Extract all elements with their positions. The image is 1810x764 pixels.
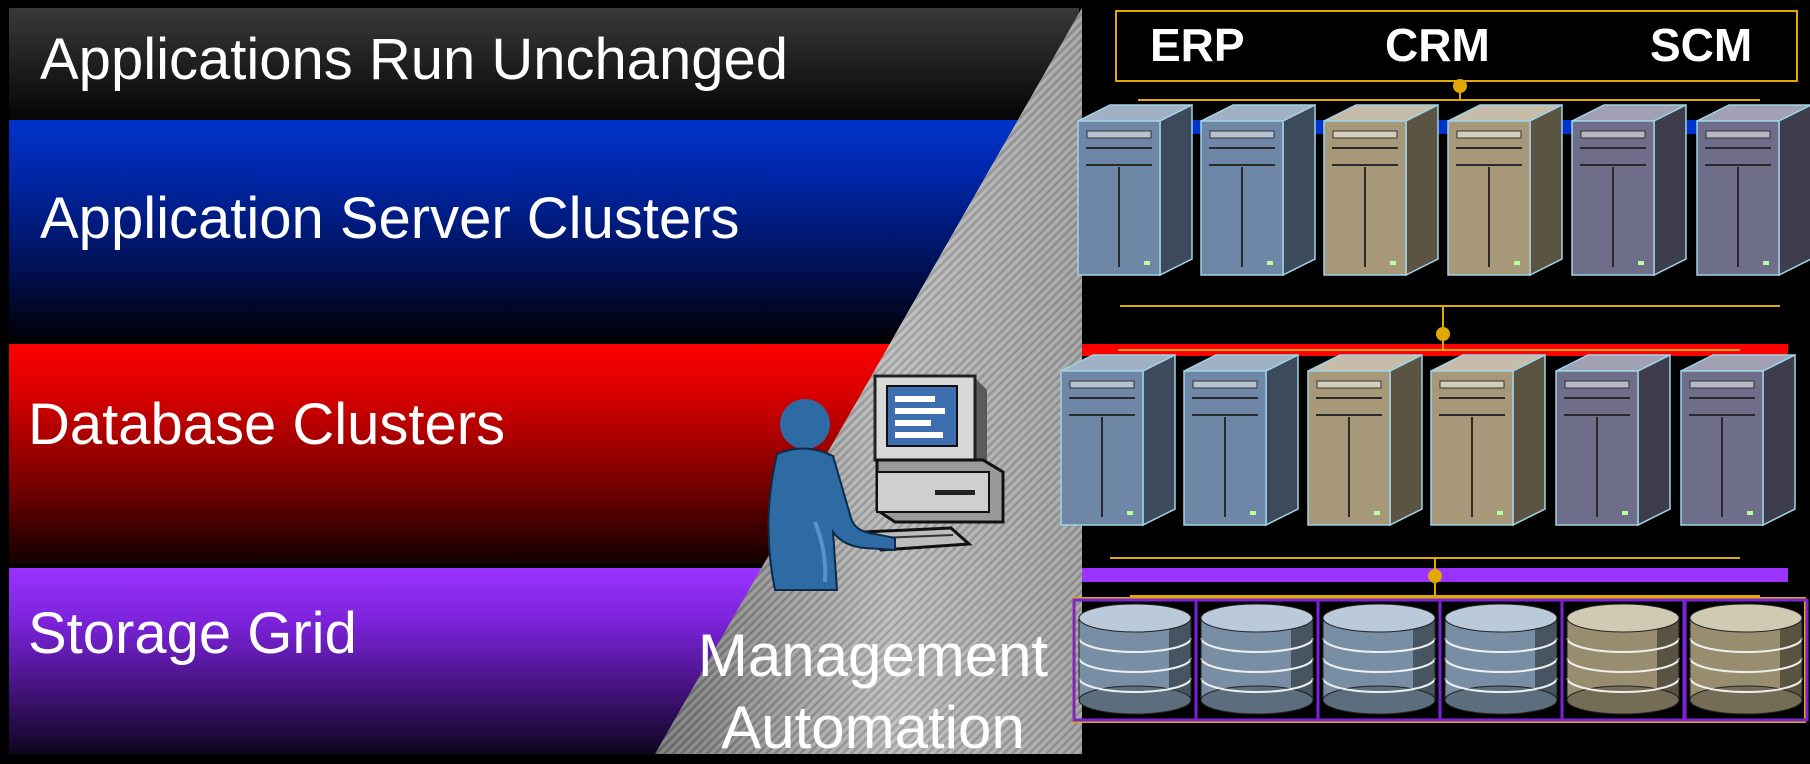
admin-at-computer-icon <box>767 374 1005 591</box>
server-tower-icon <box>1447 103 1563 277</box>
storage-disk-icon <box>1438 598 1564 722</box>
storage-disk-icon <box>1683 598 1809 722</box>
server-tower-icon <box>1183 353 1299 527</box>
server-tower-icon <box>1680 353 1796 527</box>
server-tower-icon <box>1555 353 1671 527</box>
storage-disk-icon <box>1560 598 1686 722</box>
application-server-layer <box>9 120 1080 338</box>
layer-label-app-servers: Application Server Clusters <box>40 186 740 251</box>
management-automation-label: Management Automation <box>697 622 1049 761</box>
storage-disk-icon <box>1072 598 1198 722</box>
server-tower-icon <box>1696 104 1810 277</box>
server-tower-icon <box>1077 103 1193 277</box>
layer-label-applications: Applications Run Unchanged <box>40 27 789 92</box>
app-label-scm: SCM <box>1650 19 1753 71</box>
server-tower-icon <box>1571 103 1687 277</box>
connector-node <box>1436 327 1450 341</box>
server-tower-icon <box>1430 353 1546 527</box>
app-label-crm: CRM <box>1385 19 1490 71</box>
layer-label-storage: Storage Grid <box>28 601 357 666</box>
connector-node <box>1453 79 1467 93</box>
server-tower-icon <box>1323 103 1439 277</box>
connector-node <box>1428 569 1442 583</box>
storage-disk-icon <box>1194 598 1320 722</box>
server-tower-icon <box>1200 103 1316 277</box>
storage-disk-icon <box>1316 598 1442 722</box>
app-label-erp: ERP <box>1150 19 1245 71</box>
server-tower-icon <box>1060 353 1176 527</box>
applications-layer <box>9 8 1079 120</box>
server-tower-icon <box>1307 353 1423 527</box>
layer-label-databases: Database Clusters <box>28 392 506 457</box>
